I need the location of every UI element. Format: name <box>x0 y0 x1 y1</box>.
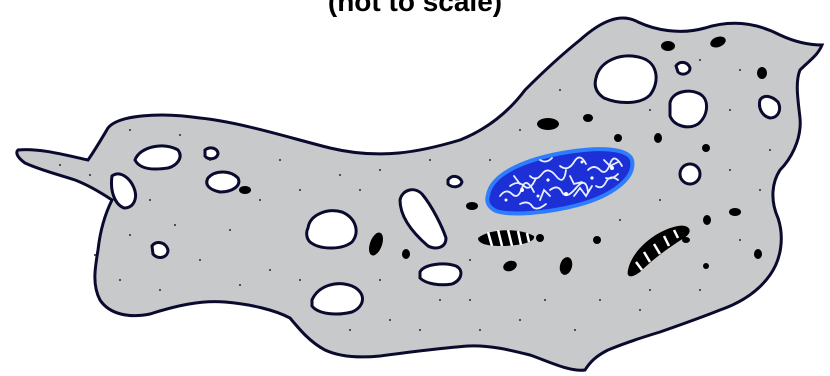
vacuole-icon <box>759 96 779 118</box>
vacuole-icon <box>205 148 218 159</box>
vacuole-icon <box>595 56 656 102</box>
vacuole-icon <box>207 172 239 192</box>
vacuole-icon <box>676 62 690 74</box>
granule-icon <box>754 249 762 259</box>
granule-icon <box>757 67 767 79</box>
vacuole-icon <box>448 176 462 186</box>
granule-icon <box>702 144 710 152</box>
granule-icon <box>593 236 601 244</box>
granule-icon <box>402 249 410 259</box>
vacuole-icon <box>152 243 168 258</box>
vacuole-icon <box>312 284 363 314</box>
granule-icon <box>661 41 675 51</box>
granule-icon <box>239 186 251 194</box>
granule-icon <box>536 234 544 242</box>
granule-icon <box>654 133 662 143</box>
granule-icon <box>583 114 593 122</box>
vacuole-icon <box>680 164 700 184</box>
vacuole-icon <box>420 264 461 285</box>
vacuole-icon <box>670 91 707 127</box>
granule-icon <box>729 208 741 216</box>
granule-icon <box>466 202 478 210</box>
granule-icon <box>703 263 709 269</box>
granule-icon <box>703 215 711 225</box>
vacuole-icon <box>307 211 356 248</box>
granule-icon <box>537 118 559 130</box>
granule-icon <box>614 134 622 142</box>
